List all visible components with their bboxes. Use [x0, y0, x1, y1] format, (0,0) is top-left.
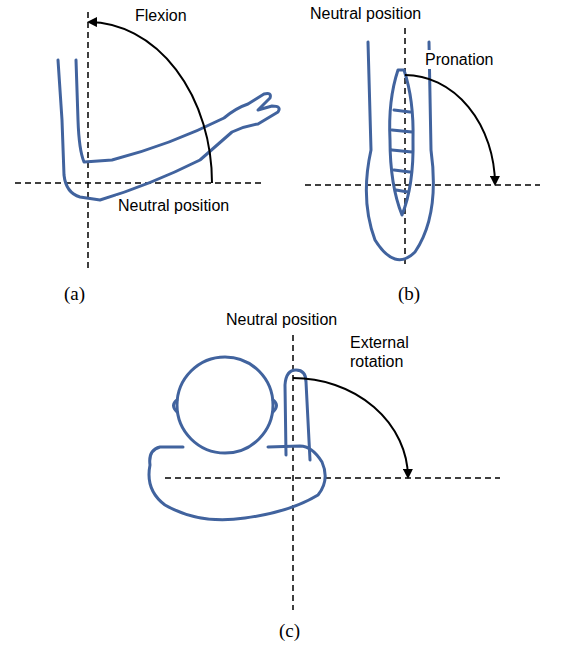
motion-arrow — [405, 75, 495, 184]
axis-line — [292, 335, 294, 610]
arm-side-view — [58, 60, 279, 200]
position-label: Neutral position — [224, 310, 339, 329]
panel-letter: (c) — [277, 620, 302, 642]
position-label: Neutral position — [116, 196, 231, 215]
ear — [174, 400, 277, 412]
axis-line — [305, 184, 540, 186]
motion-label: External rotation — [348, 333, 436, 371]
panel-letter: (b) — [396, 283, 422, 305]
position-label: Neutral position — [308, 4, 423, 23]
motion-label: Flexion — [133, 6, 189, 25]
shoulders-top-view — [149, 446, 325, 520]
axis-line — [165, 477, 500, 479]
arm-front-view — [366, 42, 433, 260]
hand-front-view — [390, 70, 413, 215]
head-top-view — [177, 357, 273, 453]
axis-line — [15, 182, 262, 184]
axis-line — [87, 12, 89, 268]
panel-letter: (a) — [62, 283, 87, 305]
motion-label: Pronation — [423, 50, 496, 69]
axis-line — [404, 28, 406, 265]
motion-arrow — [293, 378, 408, 477]
arm-top-view — [285, 370, 310, 460]
motion-arrow — [89, 22, 212, 183]
